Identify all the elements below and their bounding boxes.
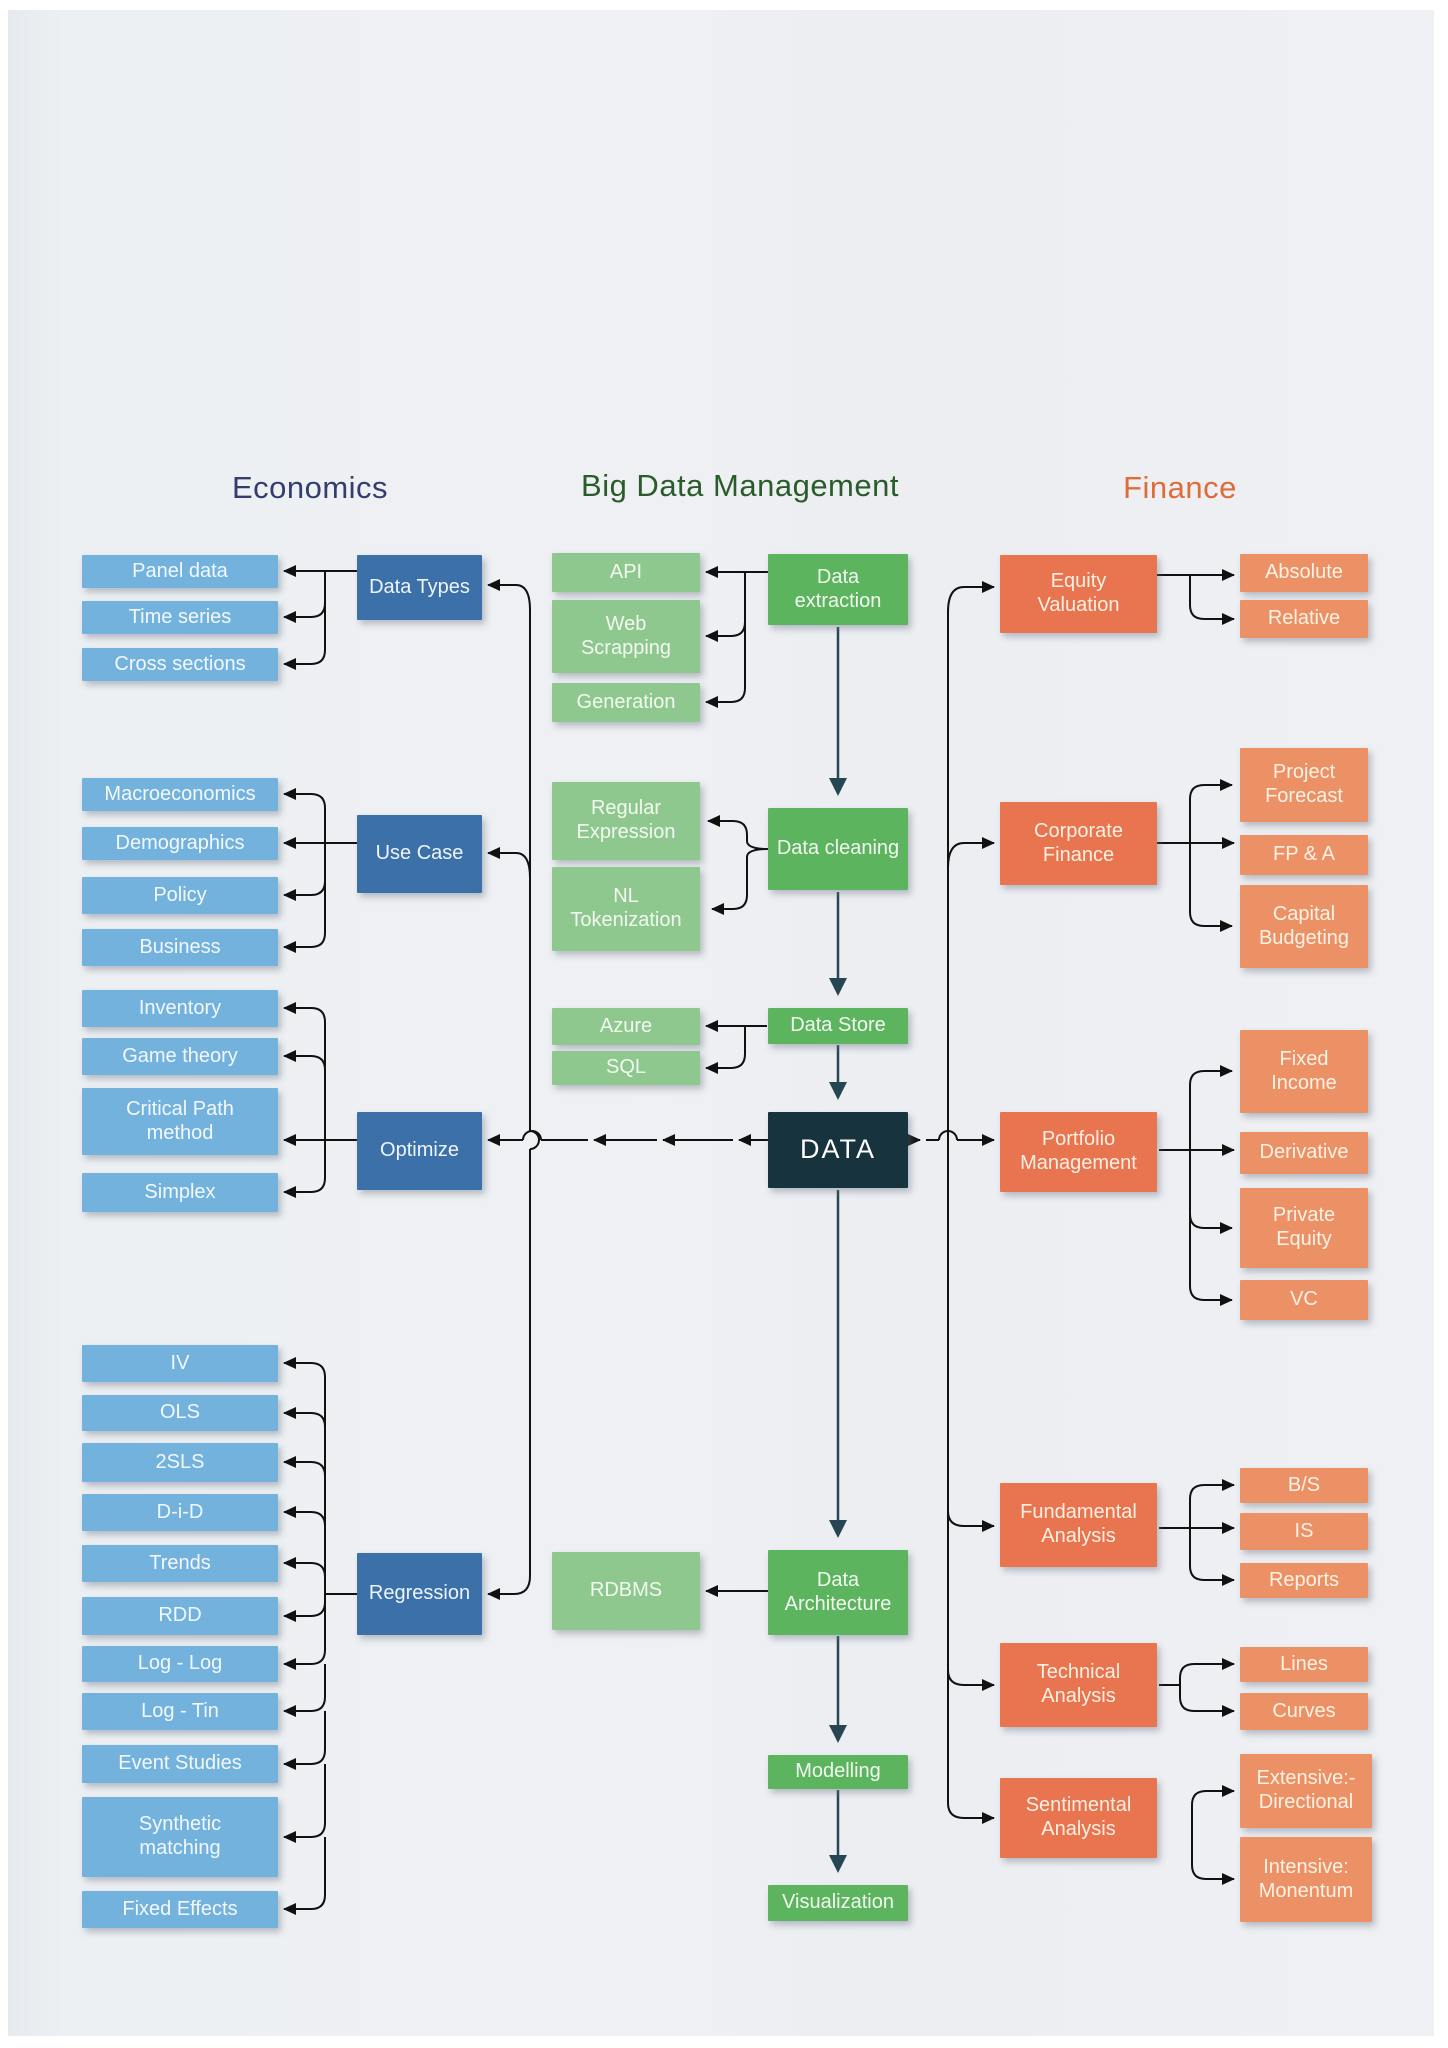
node-rdd: RDD: [82, 1597, 278, 1635]
node-api: API: [552, 553, 700, 592]
node-equity-valuation: Equity Valuation: [1000, 555, 1157, 633]
node-derivative: Derivative: [1240, 1132, 1368, 1174]
node-fp-and-a: FP & A: [1240, 835, 1368, 875]
node-event-studies: Event Studies: [82, 1745, 278, 1783]
node-d-i-d: D-i-D: [82, 1494, 278, 1531]
node-income-statement: IS: [1240, 1513, 1368, 1550]
header-big-data-management: Big Data Management: [581, 468, 899, 503]
node-private-equity: Private Equity: [1240, 1188, 1368, 1268]
node-absolute: Absolute: [1240, 554, 1368, 592]
node-capital-budgeting: Capital Budgeting: [1240, 885, 1368, 968]
node-corporate-finance: Corporate Finance: [1000, 802, 1157, 885]
node-data-hub: DATA: [768, 1112, 908, 1188]
node-technical-analysis: Technical Analysis: [1000, 1643, 1157, 1727]
node-web-scrapping: Web Scrapping: [552, 600, 700, 673]
node-data-extraction: Data extraction: [768, 554, 908, 625]
node-fundamental-analysis: Fundamental Analysis: [1000, 1483, 1157, 1567]
node-modelling: Modelling: [768, 1755, 908, 1789]
node-cross-sections: Cross sections: [82, 648, 278, 681]
node-macroeconomics: Macroeconomics: [82, 778, 278, 811]
node-data-types: Data Types: [357, 555, 482, 620]
node-time-series: Time series: [82, 601, 278, 634]
header-finance: Finance: [1123, 470, 1237, 505]
node-data-store: Data Store: [768, 1008, 908, 1044]
node-azure: Azure: [552, 1008, 700, 1045]
node-demographics: Demographics: [82, 827, 278, 860]
node-balance-sheet: B/S: [1240, 1468, 1368, 1503]
node-2sls: 2SLS: [82, 1443, 278, 1482]
node-generation: Generation: [552, 683, 700, 722]
node-ols: OLS: [82, 1395, 278, 1431]
node-log-log: Log - Log: [82, 1646, 278, 1682]
node-sentimental-analysis: Sentimental Analysis: [1000, 1778, 1157, 1858]
node-panel-data: Panel data: [82, 555, 278, 588]
node-extensive-directional: Extensive:- Directional: [1240, 1754, 1372, 1828]
node-data-architecture: Data Architecture: [768, 1550, 908, 1635]
node-rdbms: RDBMS: [552, 1552, 700, 1630]
node-policy: Policy: [82, 877, 278, 914]
node-optimize: Optimize: [357, 1112, 482, 1190]
node-data-cleaning: Data cleaning: [768, 808, 908, 890]
node-vc: VC: [1240, 1280, 1368, 1320]
node-relative: Relative: [1240, 600, 1368, 638]
node-regression: Regression: [357, 1553, 482, 1635]
node-nl-tokenization: NL Tokenization: [552, 867, 700, 951]
node-trends: Trends: [82, 1545, 278, 1582]
node-critical-path-method: Critical Path method: [82, 1088, 278, 1155]
node-curves: Curves: [1240, 1693, 1368, 1730]
node-simplex: Simplex: [82, 1173, 278, 1212]
header-economics: Economics: [231, 470, 389, 505]
node-log-tin: Log - Tin: [82, 1693, 278, 1730]
node-iv: IV: [82, 1345, 278, 1382]
node-fixed-effects: Fixed Effects: [82, 1891, 278, 1928]
node-regular-expression: Regular Expression: [552, 782, 700, 860]
node-game-theory: Game theory: [82, 1038, 278, 1075]
node-use-case: Use Case: [357, 815, 482, 893]
node-visualization: Visualization: [768, 1885, 908, 1921]
node-inventory: Inventory: [82, 990, 278, 1027]
node-fixed-income: Fixed Income: [1240, 1030, 1368, 1113]
node-lines: Lines: [1240, 1647, 1368, 1682]
node-sql: SQL: [552, 1051, 700, 1085]
node-reports: Reports: [1240, 1563, 1368, 1598]
node-portfolio-management: Portfolio Management: [1000, 1112, 1157, 1192]
node-business: Business: [82, 929, 278, 966]
node-intensive-monentum: Intensive: Monentum: [1240, 1837, 1372, 1922]
node-project-forecast: Project Forecast: [1240, 748, 1368, 822]
node-synthetic-matching: Synthetic matching: [82, 1797, 278, 1877]
